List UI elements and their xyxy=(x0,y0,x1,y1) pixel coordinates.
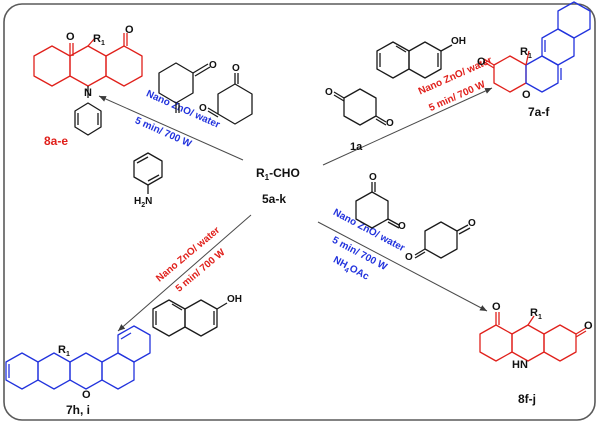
svg-text:O: O xyxy=(369,172,377,183)
svg-text:H2N: H2N xyxy=(134,196,152,209)
svg-text:O: O xyxy=(522,89,531,101)
product-8f-j-structure xyxy=(479,312,587,362)
svg-text:O: O xyxy=(468,218,476,229)
svg-text:OH: OH xyxy=(451,36,466,47)
dione-upper-left-2: O O xyxy=(199,63,253,125)
product-7a-f-label: 7a-f xyxy=(528,105,550,119)
dione-lower-right: O O xyxy=(355,172,406,232)
svg-text:O: O xyxy=(82,389,91,401)
aldehyde-label: R1-CHO xyxy=(256,166,300,182)
product-8a-e-structure xyxy=(33,33,143,136)
arrow-upper-right xyxy=(322,87,493,166)
compound-1a-label: 1a xyxy=(350,141,363,153)
svg-text:R1: R1 xyxy=(530,307,542,321)
dione-1a: O O xyxy=(325,87,394,129)
svg-text:O: O xyxy=(477,56,486,68)
svg-text:R1: R1 xyxy=(58,344,70,358)
svg-text:O: O xyxy=(66,31,75,43)
svg-text:O: O xyxy=(492,301,501,313)
svg-text:O: O xyxy=(405,252,413,263)
dione-lower-right-2: O O xyxy=(405,218,476,263)
svg-text:OH: OH xyxy=(227,294,242,305)
svg-text:O: O xyxy=(199,103,207,114)
scheme-frame xyxy=(3,3,596,421)
arrow-upper-left xyxy=(98,95,244,161)
svg-text:R1: R1 xyxy=(93,33,105,47)
product-8f-j-label: 8f-j xyxy=(518,392,536,406)
svg-text:O: O xyxy=(209,60,217,71)
arrow-lower-right xyxy=(317,221,488,312)
svg-text:R1: R1 xyxy=(520,46,532,60)
svg-text:O: O xyxy=(325,87,333,98)
aldehyde-compound-label: 5a-k xyxy=(262,192,286,206)
dione-upper-left: O xyxy=(158,60,217,113)
svg-text:O: O xyxy=(232,63,240,74)
svg-text:O: O xyxy=(386,118,394,129)
svg-text:O: O xyxy=(125,24,134,36)
naphthol-upper-right: OH xyxy=(376,36,466,79)
product-8a-e-label: 8a-e xyxy=(44,134,68,148)
svg-text:N: N xyxy=(84,87,92,99)
product-7h-i-structure xyxy=(5,325,151,390)
svg-text:HN: HN xyxy=(512,359,528,371)
product-7a-f-structure xyxy=(483,1,591,93)
naphthol-lower-left: OH xyxy=(152,294,242,337)
svg-text:O: O xyxy=(584,320,593,332)
arrow-lower-left xyxy=(117,214,252,332)
svg-text:O: O xyxy=(398,221,406,232)
aniline: H2N xyxy=(133,152,163,209)
product-7h-i-label: 7h, i xyxy=(66,403,90,417)
